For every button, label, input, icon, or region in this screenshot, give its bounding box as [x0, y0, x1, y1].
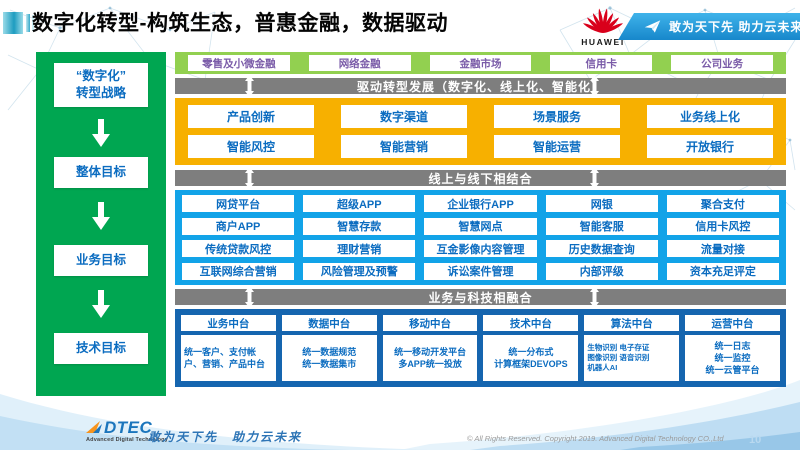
platform-content: 统一客户、支付帐户、营销、产品中台: [181, 335, 276, 381]
channel-cell: 智慧网点: [424, 217, 537, 235]
business-line-cell: 网络金融: [308, 55, 411, 71]
title-accent-icon: [3, 12, 30, 34]
channels-section: 网贷平台 超级APP 企业银行APP 网银 聚合支付 商户APP 智慧存款 智慧…: [175, 190, 786, 285]
dtec-logo-icon: [86, 421, 102, 433]
platform-title: 移动中台: [382, 315, 478, 331]
huawei-logo: HUAWEI: [577, 3, 629, 47]
paper-plane-icon: [644, 20, 661, 33]
updown-arrow-icon: [590, 286, 600, 308]
transform-cell: 数字渠道: [341, 105, 467, 128]
updown-arrow-icon: [245, 167, 255, 189]
down-arrow-icon: [92, 290, 110, 318]
huawei-logo-text: HUAWEI: [581, 37, 625, 47]
channel-cell: 诉讼案件管理: [424, 262, 537, 280]
channel-cell: 网银: [545, 195, 658, 212]
platform-column-data: 数据中台 统一数据规范 统一数据集市: [281, 315, 377, 381]
platform-content: 生物识别 电子存证 图像识别 语音识别 机器人AI: [584, 335, 680, 381]
ribbon-shape: [618, 13, 800, 40]
ribbon-slogan-text: 敢为天下先 助力云未来: [669, 20, 800, 34]
platform-content: 统一日志 统一监控 统一云管平台: [685, 335, 780, 381]
channel-cell: 互金影像内容管理: [424, 240, 537, 258]
channel-cell: 资本充足评定: [666, 262, 780, 280]
channel-cell: 风险管理及预警: [303, 262, 416, 280]
sidebar-item-business-goal: 业务目标: [54, 245, 148, 276]
platform-title: 业务中台: [181, 315, 276, 331]
platform-column-algorithm: 算法中台 生物识别 电子存证 图像识别 语音识别 机器人AI: [584, 315, 680, 381]
platform-title: 数据中台: [281, 315, 377, 331]
page-title: 数字化转型-构筑生态，普惠金融，数据驱动: [32, 12, 448, 35]
channel-cell: 网贷平台: [182, 195, 295, 212]
dtec-logo: DTEC Advanced Digital Technology: [86, 419, 168, 443]
platform-column-technology: 技术中台 统一分布式 计算框架DEVOPS: [483, 315, 579, 381]
page-number: 10: [749, 434, 762, 446]
platforms-section: 业务中台 统一客户、支付帐户、营销、产品中台 数据中台 统一数据规范 统一数据集…: [175, 309, 786, 387]
channel-cell: 理财营销: [303, 240, 416, 258]
platform-content: 统一分布式 计算框架DEVOPS: [483, 335, 579, 381]
channel-cell: 历史数据查询: [545, 240, 658, 258]
business-line-cell: 金融市场: [429, 55, 532, 71]
platform-content: 统一数据规范 统一数据集市: [281, 335, 377, 381]
banner-text: 业务与科技相融合: [428, 290, 533, 305]
dtec-logo-subtext: Advanced Digital Technology: [86, 437, 169, 443]
sidebar-item-technology-goal: 技术目标: [54, 333, 148, 364]
channel-cell: 智慧存款: [303, 217, 416, 235]
transform-cell: 场景服务: [494, 105, 620, 128]
sidebar-item-digital-strategy: “数字化” 转型战略: [54, 63, 148, 107]
sidebar-item-overall-goal: 整体目标: [54, 157, 148, 188]
banner-text: 线上与线下相结合: [428, 171, 533, 186]
channel-cell: 信用卡风控: [666, 217, 780, 235]
dtec-logo-text: DTEC: [104, 418, 153, 437]
slogan-ribbon: 敢为天下先 助力云未来: [618, 13, 800, 40]
copyright-text: © All Rights Reserved. Copyright 2019. A…: [467, 434, 724, 443]
business-line-cell: 零售及小微金融: [188, 55, 290, 71]
banner-drive-transformation: 驱动转型发展（数字化、线上化、智能化）: [175, 75, 786, 97]
platform-column-mobile: 移动中台 统一移动开发平台 多APP统一投放: [382, 315, 478, 381]
down-arrow-icon: [92, 202, 110, 230]
transform-cell: 产品创新: [188, 105, 314, 128]
updown-arrow-icon: [590, 167, 600, 189]
banner-online-offline: 线上与线下相结合: [175, 167, 786, 189]
strategy-sidebar: “数字化” 转型战略 整体目标 业务目标 技术目标: [36, 52, 166, 396]
updown-arrow-icon: [245, 286, 255, 308]
channel-cell: 智能客服: [545, 217, 658, 235]
banner-business-tech-fusion: 业务与科技相融合: [175, 286, 786, 308]
down-arrow-icon: [92, 119, 110, 147]
transform-cell: 业务线上化: [647, 105, 773, 128]
platform-title: 算法中台: [584, 315, 680, 331]
channel-cell: 企业银行APP: [424, 195, 537, 212]
business-line-cell: 信用卡: [550, 55, 653, 71]
channel-cell: 互联网综合营销: [182, 262, 295, 280]
channel-cell: 超级APP: [303, 195, 416, 212]
channel-cell: 内部评级: [545, 262, 658, 280]
huawei-logo-icon: [582, 8, 624, 33]
transform-cell: 智能风控: [188, 135, 314, 158]
platform-column-operations: 运营中台 统一日志 统一监控 统一云管平台: [685, 315, 780, 381]
footer-slogan: 敢为天下先 助力云未来: [148, 430, 303, 444]
transform-cell: 智能运营: [494, 135, 620, 158]
updown-arrow-icon: [245, 75, 255, 97]
channel-cell: 商户APP: [182, 217, 295, 235]
transform-cell: 智能营销: [341, 135, 467, 158]
transform-cell: 开放银行: [647, 135, 773, 158]
updown-arrow-icon: [590, 75, 600, 97]
platform-column-business: 业务中台 统一客户、支付帐户、营销、产品中台: [181, 315, 276, 381]
business-line-cell: 公司业务: [671, 55, 773, 71]
platform-content: 统一移动开发平台 多APP统一投放: [382, 335, 478, 381]
platform-title: 运营中台: [685, 315, 780, 331]
platform-title: 技术中台: [483, 315, 579, 331]
channel-cell: 聚合支付: [666, 195, 780, 212]
transformation-section: 产品创新 数字渠道 场景服务 业务线上化 智能风控 智能营销 智能运营 开放银行: [175, 98, 786, 165]
channel-cell: 流量对接: [666, 240, 780, 258]
banner-text: 驱动转型发展（数字化、线上化、智能化）: [356, 79, 604, 94]
business-lines-row: 零售及小微金融 网络金融 金融市场 信用卡 公司业务: [175, 52, 786, 74]
channel-cell: 传统贷款风控: [182, 240, 295, 258]
